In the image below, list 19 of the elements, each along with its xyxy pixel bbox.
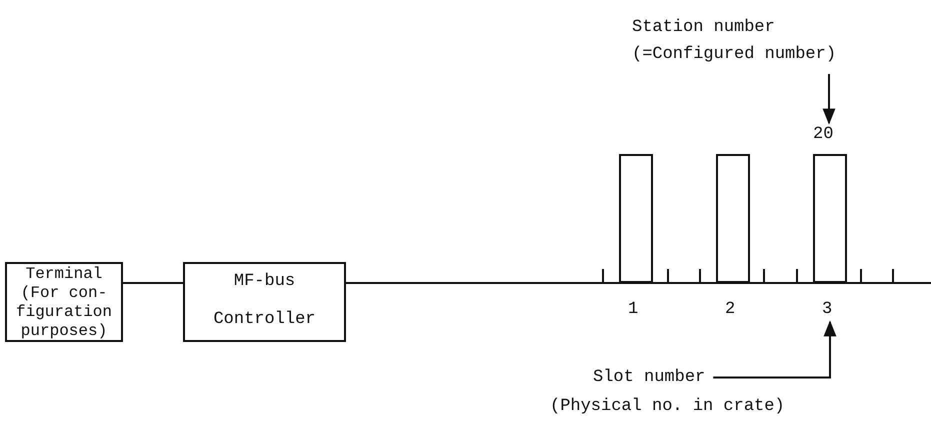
controller-box	[183, 262, 346, 342]
arrow	[713, 320, 836, 378]
arrow	[822, 74, 836, 125]
slot-number: 1	[628, 300, 638, 319]
box-text: MF-bus	[232, 272, 296, 291]
box-text: Terminal (For con- figuration purposes)	[14, 264, 113, 342]
callout-text: Station number (=Configured number)	[632, 17, 838, 66]
card-slot	[813, 154, 847, 283]
card-slot	[716, 154, 750, 283]
station-number: 20	[813, 125, 837, 149]
box-text: Controller	[212, 310, 317, 329]
slot-number: 3	[822, 300, 836, 322]
callout-text: (Physical no. in crate)	[550, 396, 785, 418]
bus-line	[123, 282, 183, 284]
slot-number: 2	[725, 300, 736, 319]
card-slot	[619, 154, 653, 283]
bus-line	[346, 282, 931, 284]
terminal-box	[5, 262, 123, 342]
callout-text: Slot number	[593, 367, 706, 389]
